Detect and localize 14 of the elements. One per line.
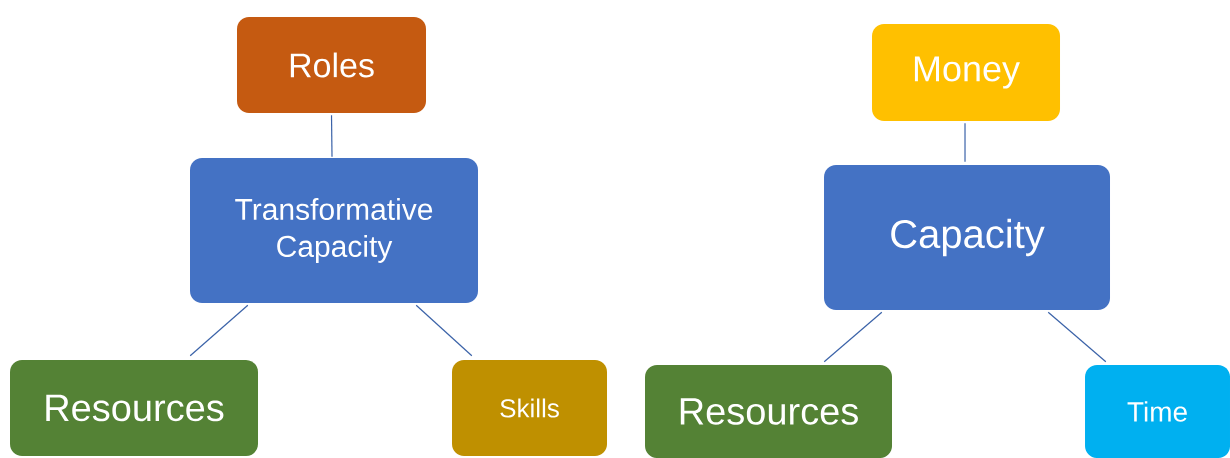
concept-box: Money: [872, 24, 1060, 121]
connector-line: [823, 311, 883, 363]
concept-box: Roles: [237, 17, 426, 113]
concept-box: Resources: [645, 365, 892, 458]
concept-box: Resources: [10, 360, 258, 456]
connector-line: [415, 304, 473, 357]
concept-box: Skills: [452, 360, 607, 456]
connector-line: [1047, 311, 1107, 363]
connector-line: [189, 304, 249, 357]
connector-line: [330, 114, 333, 158]
connector-line: [964, 122, 966, 163]
concept-box: Capacity: [824, 165, 1110, 310]
concept-box: Time: [1085, 365, 1230, 458]
concept-box: Transformative Capacity: [190, 158, 478, 303]
